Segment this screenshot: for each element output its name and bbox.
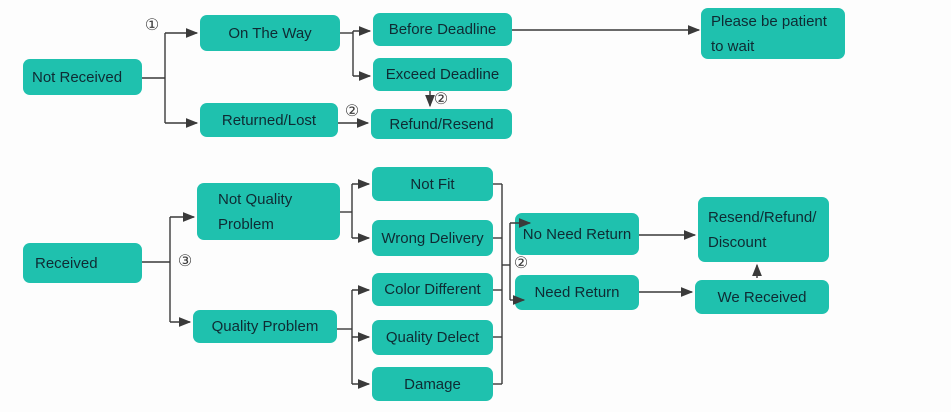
node-label-line: On The Way [228, 24, 312, 42]
node-quality-problem: Quality Problem [193, 310, 337, 343]
circled-step-label: ② [433, 91, 449, 108]
node-not-fit: Not Fit [372, 167, 493, 201]
node-label-line: Returned/Lost [221, 111, 317, 129]
node-label-line: Damage [404, 375, 461, 393]
node-label-line: Not Received [32, 68, 123, 86]
node-quality-delect: Quality Delect [372, 320, 493, 355]
node-resend-refund-discount: Resend/Refund/Discount [698, 197, 829, 262]
circled-step-label: ③ [177, 253, 193, 270]
node-label-line: Before Deadline [388, 21, 497, 38]
node-label-line: Need Return [534, 284, 620, 301]
node-returned-lost: Returned/Lost [200, 103, 338, 137]
node-we-received: We Received [695, 280, 829, 314]
node-wrong-delivery: Wrong Delivery [372, 220, 493, 256]
node-label-line: to wait [711, 37, 755, 55]
node-label-line: Quality Problem [211, 318, 319, 335]
node-color-different: Color Different [372, 273, 493, 306]
circled-step-label: ① [144, 17, 160, 34]
node-no-need-return: No Need Return [515, 213, 639, 255]
node-refund-resend: Refund/Resend [371, 109, 512, 139]
node-label-line: Wrong Delivery [381, 229, 484, 247]
node-please-be-patient: Please be patient to wait [701, 8, 845, 59]
node-received: Received [23, 243, 142, 283]
node-label-line: Please be patient [711, 12, 827, 30]
node-label-line: Exceed Deadline [385, 66, 500, 83]
node-label-line: Not Quality [218, 190, 293, 208]
node-label-line: Resend/Refund/ [708, 208, 817, 226]
node-label-line: No Need Return [522, 225, 632, 243]
circled-step-label: ② [344, 103, 360, 120]
node-label-line: Received [35, 254, 98, 272]
node-label-line: Quality Delect [385, 329, 480, 346]
node-label-line: Problem [218, 215, 274, 233]
node-before-deadline: Before Deadline [373, 13, 512, 46]
node-not-received: Not Received [23, 59, 142, 95]
node-on-the-way: On The Way [200, 15, 340, 51]
node-label-line: We Received [717, 288, 807, 306]
circled-step-label: ② [513, 255, 529, 272]
node-label-line: Not Fit [410, 175, 455, 193]
node-damage: Damage [372, 367, 493, 401]
node-need-return: Need Return [515, 275, 639, 310]
node-label-line: Refund/Resend [389, 115, 494, 133]
node-exceed-deadline: Exceed Deadline [373, 58, 512, 91]
node-label-line: Color Different [384, 281, 481, 298]
node-label-line: Discount [708, 233, 767, 251]
